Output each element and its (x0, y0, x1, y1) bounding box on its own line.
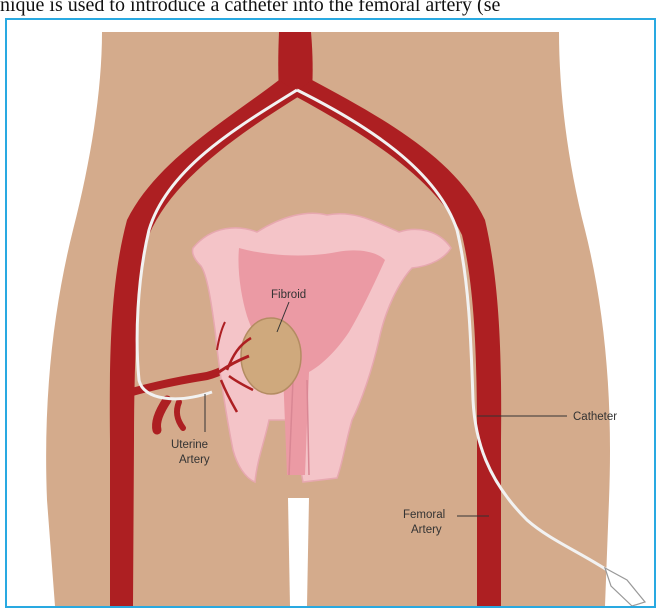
crotch-gap (288, 498, 309, 606)
catheter-hub (605, 568, 645, 606)
uterine-artery-label-line2: Artery (179, 454, 210, 466)
uterine-artery-label-line1: Uterine (171, 439, 208, 451)
diagram-frame: Fibroid Uterine Artery Catheter Femoral … (5, 18, 656, 608)
fibroid (241, 318, 301, 394)
femoral-artery-label-line2: Artery (411, 524, 442, 536)
femoral-artery-label-line1: Femoral (403, 509, 445, 521)
caption-text: nique is used to introduce a catheter in… (0, 0, 659, 17)
uterine-artery-embolization-diagram: Fibroid Uterine Artery Catheter Femoral … (7, 20, 654, 606)
fibroid-label: Fibroid (271, 289, 306, 301)
aorta (278, 32, 312, 90)
catheter-label: Catheter (573, 411, 617, 423)
